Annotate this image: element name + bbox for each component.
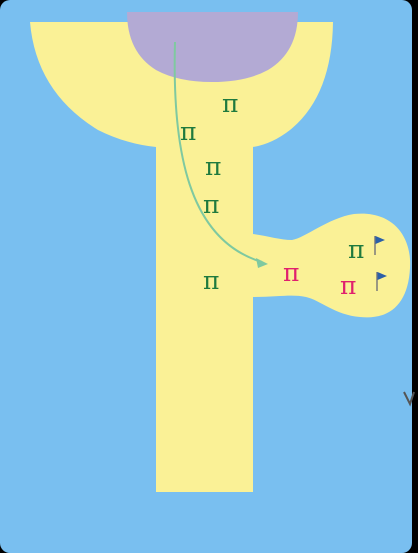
protein-symbol-magenta: π — [340, 271, 356, 300]
partial-arrow-mark — [403, 391, 415, 407]
flag-icon — [374, 236, 385, 255]
protein-symbol-green: π — [348, 235, 364, 264]
protein-symbol-magenta: π — [283, 258, 299, 287]
nucleus — [127, 12, 298, 82]
arrow-head — [256, 258, 268, 268]
trafficking-arrow — [173, 41, 263, 263]
protein-symbol-green: π — [222, 89, 238, 118]
protein-symbol-green: π — [180, 117, 196, 146]
protein-symbol-green: π — [203, 266, 219, 295]
protein-symbol-green: π — [205, 152, 221, 181]
protein-symbol-green: π — [203, 190, 219, 219]
neuron-cell-body — [30, 22, 411, 492]
flag-icon — [376, 272, 387, 291]
